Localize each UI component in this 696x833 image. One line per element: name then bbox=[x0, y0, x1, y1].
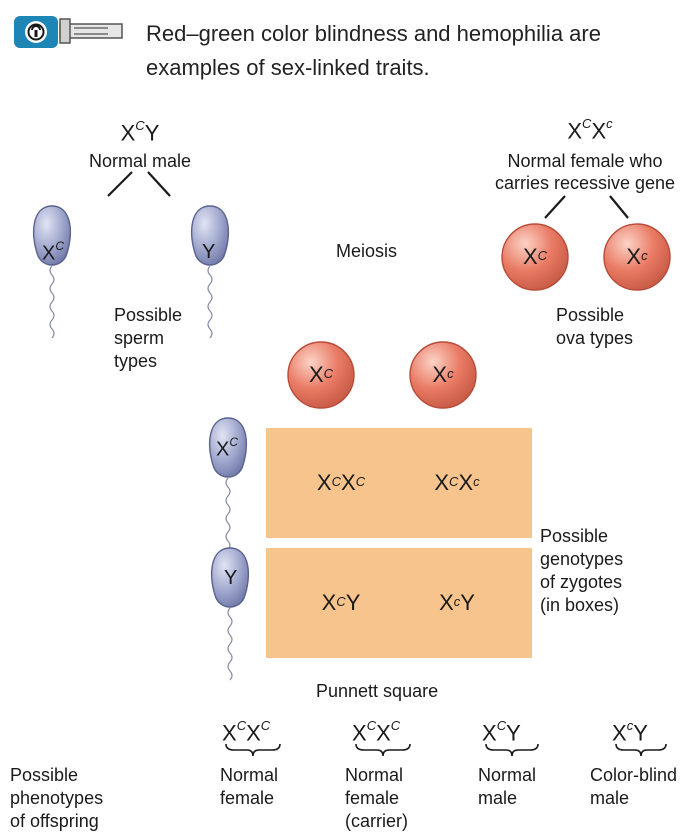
pheno-3-line1: Normal bbox=[478, 765, 537, 785]
sperm-types-line3: types bbox=[114, 351, 158, 371]
punnett-label: Punnett square bbox=[316, 681, 439, 701]
offspring-label-line3: of offspring bbox=[10, 811, 99, 831]
zygote-label-line2: genotypes bbox=[540, 549, 624, 569]
key-icon bbox=[59, 18, 123, 44]
punnett-sperm-xc-label: XC bbox=[216, 435, 239, 461]
sperm-types-line2: sperm bbox=[114, 328, 165, 348]
punnett-sperm-y-head bbox=[210, 547, 250, 608]
male-label: Normal male bbox=[88, 151, 192, 171]
female-genotype: XCXc bbox=[567, 116, 613, 144]
zygote-label-line3: of zygotes bbox=[540, 572, 623, 592]
male-branch-left bbox=[107, 171, 133, 197]
pheno-1-line2: female bbox=[220, 788, 275, 808]
pheno-2-line1: Normal bbox=[345, 765, 404, 785]
brace-4 bbox=[615, 743, 667, 757]
pheno-4-line1: Color-blind bbox=[590, 765, 678, 785]
header-icons bbox=[14, 16, 123, 48]
brace-1 bbox=[225, 743, 281, 757]
punnett-ovum-xc-shape bbox=[287, 341, 355, 409]
brace-2 bbox=[355, 743, 411, 757]
ovum-xc-shape bbox=[501, 223, 569, 291]
male-branch-right bbox=[147, 171, 171, 197]
punnett-ovum-xlc-shape bbox=[409, 341, 477, 409]
brace-3 bbox=[485, 743, 539, 757]
sperm-xc-tail bbox=[49, 265, 55, 339]
female-branch-left bbox=[544, 195, 566, 219]
sperm-xc-label: XC bbox=[42, 239, 65, 265]
punnett-sperm-y-tail bbox=[227, 607, 233, 681]
header-line-2: examples of sex-linked traits. bbox=[146, 55, 430, 80]
female-label-line1: Normal female who bbox=[507, 151, 663, 171]
sperm-y-label: Y bbox=[202, 241, 216, 263]
ova-types-line1: Possible bbox=[556, 305, 625, 325]
punnett-sperm-y-label: Y bbox=[224, 567, 238, 589]
punnett-sperm-xc-head bbox=[208, 417, 248, 478]
offspring-label-line1: Possible bbox=[10, 765, 79, 785]
female-label-line2: carries recessive gene bbox=[494, 173, 676, 193]
offspring-genotype-4: XcY bbox=[612, 718, 648, 746]
sperm-types-line1: Possible bbox=[114, 305, 183, 325]
pheno-4-line2: male bbox=[590, 788, 630, 808]
lock-icon bbox=[14, 16, 58, 48]
offspring-genotype-3: XCY bbox=[482, 718, 521, 746]
pheno-2-line2: female bbox=[345, 788, 400, 808]
offspring-genotype-1: XCXC bbox=[222, 718, 271, 746]
pheno-3-line2: male bbox=[478, 788, 518, 808]
zygote-label-line4: (in boxes) bbox=[540, 595, 620, 615]
sperm-y-head bbox=[190, 205, 230, 266]
female-branch-right bbox=[609, 195, 629, 219]
sperm-xc-head bbox=[32, 205, 72, 266]
ova-types-line2: ova types bbox=[556, 328, 634, 348]
header-line-1: Red–green color blindness and hemophilia… bbox=[146, 21, 601, 46]
male-genotype: XCY bbox=[120, 118, 160, 146]
zygote-label-line1: Possible bbox=[540, 526, 609, 546]
meiosis-label: Meiosis bbox=[336, 241, 398, 261]
offspring-genotype-2: XCXC bbox=[352, 718, 401, 746]
sperm-y-tail bbox=[207, 265, 213, 339]
punnett-sperm-xc-tail bbox=[225, 477, 231, 551]
ovum-xlc-shape bbox=[603, 223, 671, 291]
pheno-2-line3: (carrier) bbox=[345, 811, 408, 831]
offspring-label-line2: phenotypes bbox=[10, 788, 104, 808]
pheno-1-line1: Normal bbox=[220, 765, 279, 785]
